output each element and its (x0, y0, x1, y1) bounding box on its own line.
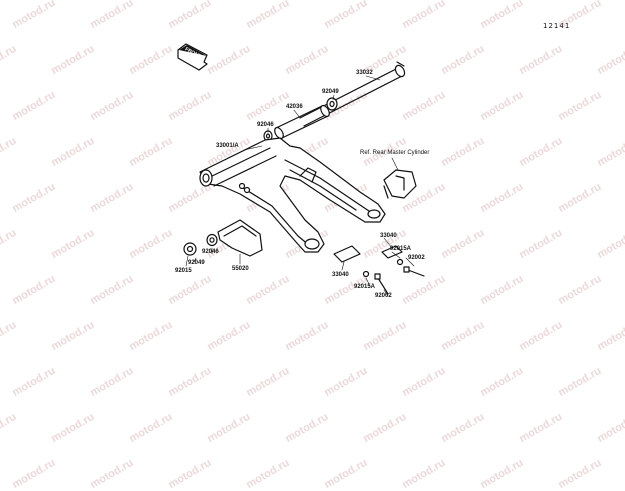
front-arrow-icon (177, 43, 208, 71)
part-label-92015: 92015 (175, 268, 192, 274)
part-label-33032: 33032 (356, 70, 373, 76)
reference-note: Ref. Rear Master Cylinder (360, 150, 430, 156)
part-label-92015A-left: 92015A (354, 284, 376, 290)
leader-lines (185, 75, 415, 297)
part-label-55020: 55020 (232, 266, 249, 272)
part-label-92046-upper: 92046 (257, 122, 274, 128)
part-label-92002-right: 92002 (408, 255, 425, 261)
nut-right (396, 258, 404, 266)
part-label-92015A-right: 92015A (390, 246, 412, 252)
swing-arm (199, 137, 386, 253)
figure-number: 12141 (543, 22, 571, 30)
part-label-33001A: 33001/A (216, 143, 239, 149)
part-label-92049-lower: 92049 (188, 260, 205, 266)
seal-lower (206, 233, 218, 247)
pivot-shaft (299, 61, 406, 127)
rear-master-cylinder-bracket (383, 169, 417, 199)
bushing-upper (326, 97, 338, 111)
nut-left (362, 270, 370, 278)
part-label-42036: 42036 (286, 104, 303, 110)
part-label-33040-left: 33040 (332, 272, 349, 278)
pivot-sleeve (274, 104, 330, 140)
part-label-92046-lower: 92046 (202, 249, 219, 255)
bolt-left (374, 273, 389, 295)
bolt-right (403, 266, 425, 277)
part-label-33040-right: 33040 (380, 233, 397, 239)
bushing-lower (183, 242, 197, 256)
chain-adjuster-left (333, 245, 361, 263)
chain-guard (217, 219, 263, 257)
part-label-92002-left: 92002 (375, 293, 392, 299)
exploded-view-drawing (177, 43, 425, 297)
part-label-92049-upper: 92049 (322, 89, 339, 95)
